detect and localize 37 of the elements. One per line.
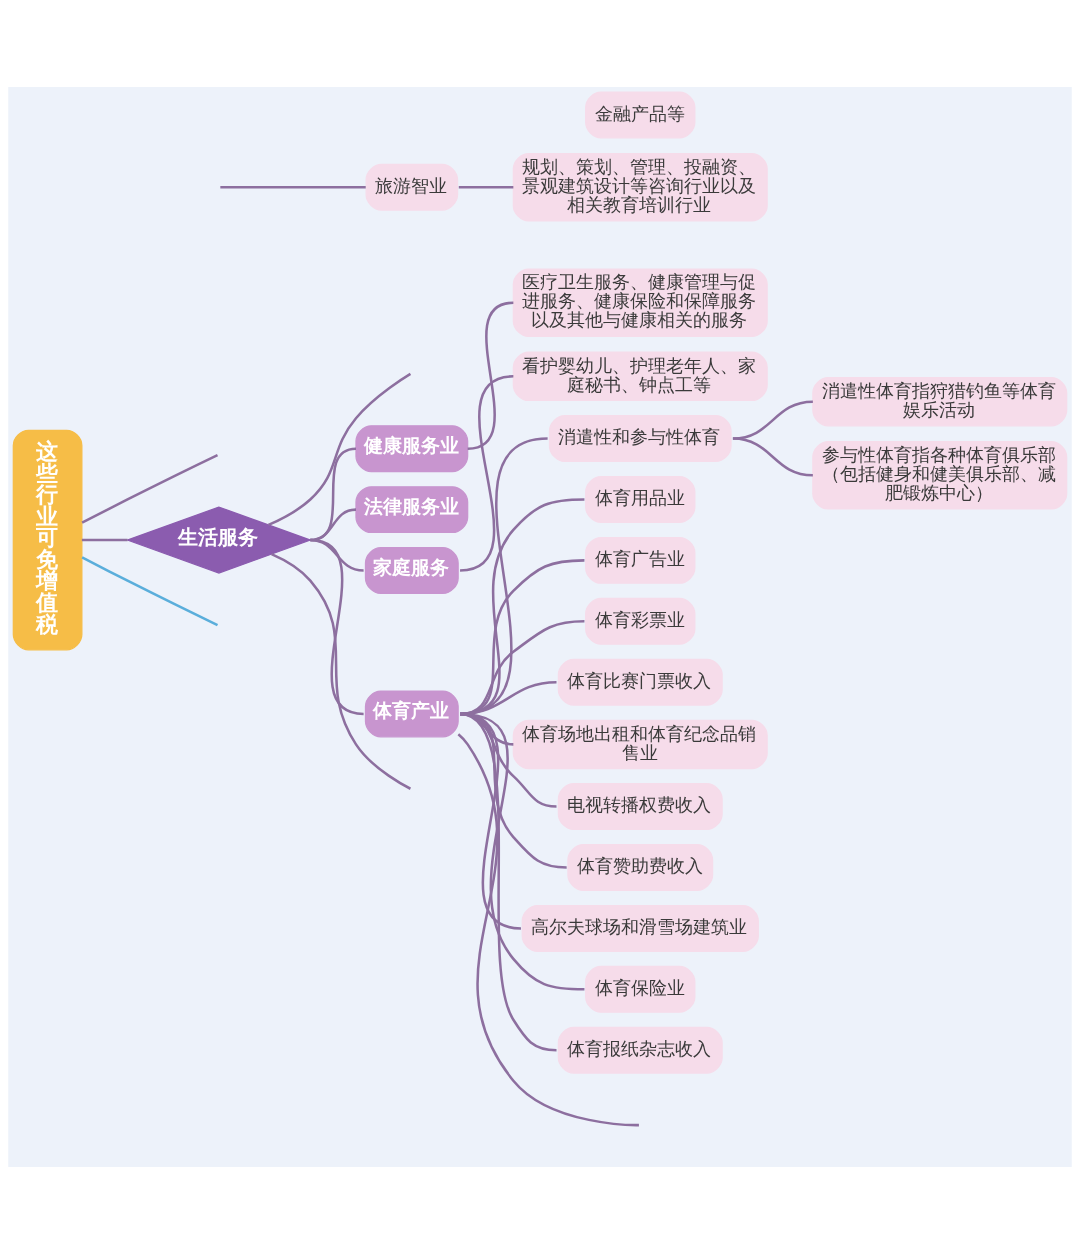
node-box: 法律服务业 xyxy=(355,485,469,533)
node-box: 体育用品业 xyxy=(585,475,696,523)
connector xyxy=(467,301,514,450)
node-box: 电视转播权费收入 xyxy=(557,782,723,830)
node-box: 体育产业 xyxy=(364,689,459,737)
node-box: 医疗卫生服务、健康管理与促进服务、健康保险和保障服务以及其他与健康相关的服务 xyxy=(512,268,768,337)
connector xyxy=(310,538,364,715)
connector xyxy=(459,374,514,572)
connector xyxy=(81,453,219,524)
node-diamond: 生活服务 xyxy=(125,505,313,574)
connector xyxy=(220,185,366,189)
node-box: 规划、策划、管理、投融资、景观建筑设计等咨询行业以及相关教育培训行业 xyxy=(512,152,768,222)
connector xyxy=(459,558,585,715)
node-box: 健康服务业 xyxy=(355,424,469,472)
node-box: 体育赞助费收入 xyxy=(567,843,714,891)
connector xyxy=(267,372,412,526)
node-box: 消遣性和参与性体育 xyxy=(548,414,732,462)
node-box: 参与性体育指各种体育俱乐部（包括健身和健美俱乐部、减肥锻炼中心） xyxy=(812,440,1068,510)
node-box: 体育报纸杂志收入 xyxy=(557,1026,723,1074)
connector xyxy=(732,436,813,477)
node-box: 看护婴幼儿、护理老年人、家庭秘书、钟点工等 xyxy=(512,351,768,401)
node-box: 旅游智业 xyxy=(365,163,459,211)
connector xyxy=(458,185,514,189)
node-box: 消遣性体育指狩猎钓鱼等体育娱乐活动 xyxy=(812,376,1068,426)
node-box: 这些行业可免增值税 xyxy=(12,429,83,650)
connector xyxy=(81,538,128,541)
node-box: 体育比赛门票收入 xyxy=(557,658,723,706)
connector xyxy=(459,497,585,715)
node-box: 体育彩票业 xyxy=(585,597,696,645)
connector xyxy=(81,555,219,626)
node-box: 高尔夫球场和滑雪场建筑业 xyxy=(521,904,759,952)
node-box: 体育广告业 xyxy=(585,536,696,584)
connector xyxy=(271,552,412,790)
connector xyxy=(457,732,639,1126)
node-box: 家庭服务 xyxy=(364,546,459,594)
node-box: 体育保险业 xyxy=(585,965,696,1013)
node-box: 体育场地出租和体育纪念品销售业 xyxy=(512,719,768,769)
